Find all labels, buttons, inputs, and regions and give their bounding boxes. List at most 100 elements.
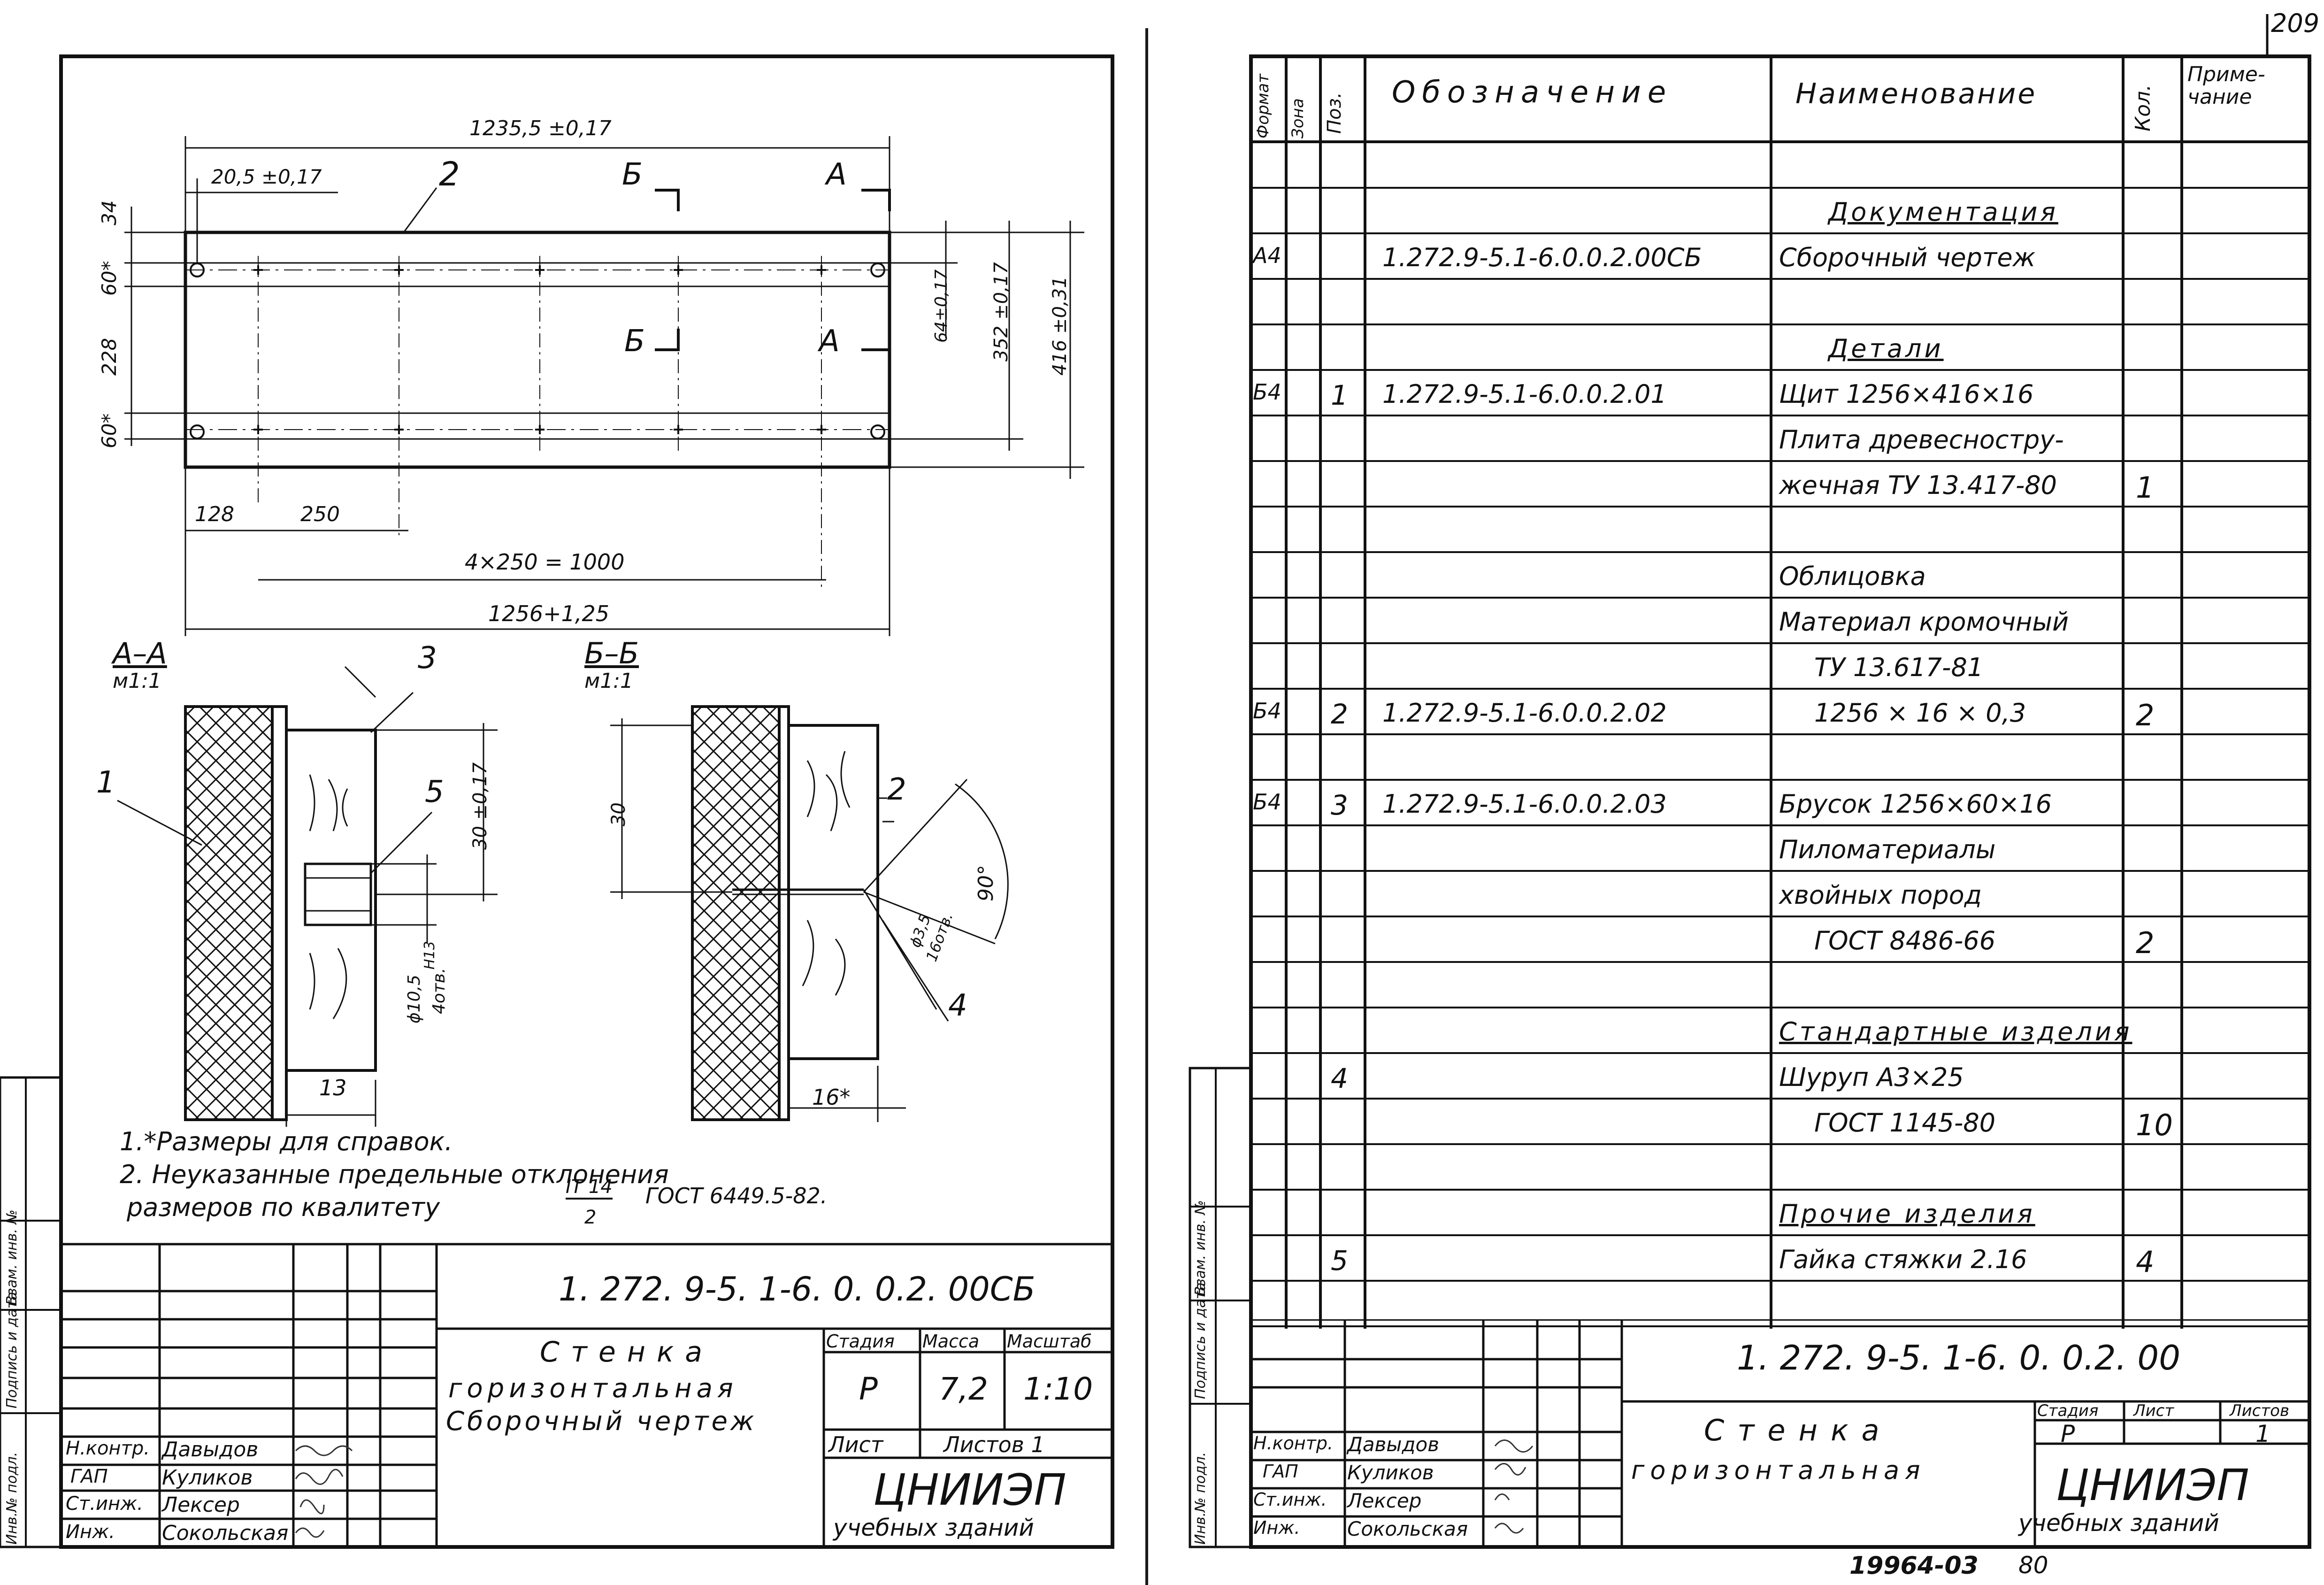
- spec-tb-designation: 1. 272. 9-5. 1-6. 0. 0.2. 00: [1737, 1338, 2180, 1377]
- spec-row: ТУ 13.617-81: [1251, 644, 2309, 690]
- section-bb-dim-16: 16*: [812, 1085, 851, 1110]
- dim-416: 416 ±0,31: [1049, 276, 1071, 376]
- spec-row: Детали: [1251, 325, 2309, 371]
- footer-num: 80: [2018, 1552, 2048, 1579]
- spec-tb-name-1: Стенка: [1704, 1413, 1893, 1447]
- section-aa: [117, 666, 498, 1127]
- left-tb-role-0: Н.контр.: [66, 1438, 150, 1459]
- left-stamp-replace: Взам. инв. №: [4, 1209, 20, 1305]
- spec-cell-pos: 2: [1331, 698, 1348, 730]
- spec-cell-name: Гайка стяжки 2.16: [1779, 1245, 2027, 1274]
- spec-row: Прочие изделия: [1251, 1191, 2309, 1236]
- spec-header-row: Формат Зона Поз. Обозначение Наименовани…: [1251, 56, 2309, 143]
- left-tb-name-1: Стенка: [540, 1336, 713, 1369]
- note-2-cont: размеров по квалитету: [127, 1193, 440, 1222]
- spec-cell-designation: 1.272.9-5.1-6.0.0.2.01: [1382, 379, 1667, 409]
- elevation-view: [124, 136, 1084, 636]
- left-tb-name-3p: Сокольская: [162, 1521, 289, 1545]
- spec-tb-name-2: горизонтальная: [1631, 1455, 1926, 1485]
- dim-4x250: 4×250 = 1000: [465, 549, 625, 575]
- left-side-stamp: [0, 1076, 62, 1548]
- spec-row: [1251, 1145, 2309, 1191]
- spec-cell-name: Стандартные изделия: [1779, 1017, 2132, 1046]
- section-aa-hole-tol: Н13: [422, 941, 438, 969]
- section-aa-hole-dia: ϕ10,5: [405, 975, 424, 1023]
- spec-row: [1251, 508, 2309, 553]
- note-2-tol-den: 2: [584, 1207, 597, 1228]
- spec-tb-org-2: учебных зданий: [2018, 1509, 2219, 1537]
- left-tb-name-2p: Лексер: [162, 1493, 240, 1517]
- section-bb: [610, 705, 1009, 1122]
- spec-tb-role-2: Ст.инж.: [1253, 1489, 1327, 1510]
- leader-pos-2: 2: [439, 155, 460, 193]
- left-frame: [59, 54, 1114, 1549]
- left-tb-designation: 1. 272. 9-5. 1-6. 0. 0.2. 00СБ: [559, 1270, 1035, 1308]
- dim-34: 34: [98, 200, 121, 225]
- section-bb-dim-30: 30: [608, 802, 629, 826]
- spec-cell-name: Брусок 1256×60×16: [1779, 789, 2052, 819]
- spec-stamp-sign: Подпись и дата: [1192, 1282, 1209, 1400]
- section-aa-pos-1: 1: [96, 765, 115, 800]
- spec-cell-name: жечная ТУ 13.417-80: [1779, 470, 2057, 500]
- spec-row: Пиломатериалы: [1251, 826, 2309, 872]
- spec-cell-qty: 2: [2136, 698, 2155, 732]
- section-aa-pos-5: 5: [425, 775, 444, 809]
- left-tb-signatures: [295, 1445, 353, 1538]
- left-tb-sheets: Листов 1: [943, 1432, 1045, 1457]
- spec-row: [1251, 963, 2309, 1008]
- left-tb-org-1: ЦНИИЭП: [873, 1465, 1066, 1515]
- spec-row: [1251, 1282, 2309, 1327]
- spec-cell-pos: 5: [1331, 1245, 1348, 1277]
- spec-cell-designation: 1.272.9-5.1-6.0.0.2.00СБ: [1382, 243, 1702, 272]
- left-tb-col-mass: Масса: [922, 1331, 980, 1352]
- dim-250: 250: [300, 502, 340, 526]
- fold-line: [1145, 28, 1148, 1585]
- left-tb-name-3: Сборочный чертеж: [446, 1406, 757, 1437]
- spec-cell-name: 1256 × 16 × 0,3: [1814, 698, 2026, 728]
- spec-cell-name: Сборочный чертеж: [1779, 243, 2036, 272]
- note-2-gost: ГОСТ 6449.5-82.: [645, 1183, 828, 1208]
- spec-tb-col-sheets: Листов: [2230, 1401, 2290, 1420]
- spec-tb-role-3: Инж.: [1253, 1517, 1300, 1538]
- spec-title-block: [1251, 1319, 2309, 1547]
- section-aa-dim-13: 13: [319, 1075, 347, 1100]
- spec-row: [1251, 735, 2309, 781]
- spec-row: Материал кромочный: [1251, 599, 2309, 644]
- left-tb-name-2: горизонтальная: [448, 1373, 738, 1404]
- spec-col-pos: Поз.: [1324, 92, 1345, 134]
- spec-tb-name-1: Куликов: [1347, 1461, 1434, 1484]
- section-bb-title: Б–Б: [584, 636, 639, 670]
- spec-row: Плита древесностру-: [1251, 416, 2309, 462]
- footer-code: 19964-03: [1849, 1552, 1979, 1580]
- spec-cell-format: Б4: [1253, 789, 1281, 815]
- spec-cell-designation: 1.272.9-5.1-6.0.0.2.03: [1382, 789, 1667, 819]
- spec-row: Документация: [1251, 189, 2309, 234]
- spec-cell-format: Б4: [1253, 379, 1281, 405]
- left-tb-role-1: ГАП: [70, 1466, 108, 1487]
- spec-col-designation: Обозначение: [1392, 75, 1673, 110]
- left-stamp-sign: Подпись и дата: [4, 1292, 20, 1409]
- spec-cell-name: ТУ 13.617-81: [1814, 653, 1984, 682]
- dim-60b: 60*: [98, 413, 121, 448]
- section-mark-a-bottom: А: [819, 324, 840, 359]
- dim-128: 128: [195, 502, 234, 526]
- left-tb-role-3: Инж.: [66, 1521, 115, 1543]
- section-aa-scale: м1:1: [113, 669, 162, 693]
- dim-64: 64±0,17: [932, 269, 951, 343]
- spec-col-format: Формат: [1254, 74, 1273, 138]
- dim-352: 352 ±0,17: [990, 262, 1012, 362]
- left-stamp-inv: Инв.№ подл.: [4, 1452, 20, 1545]
- dim-60a: 60*: [98, 261, 121, 296]
- note-2: 2. Неуказанные предельные отклонения: [120, 1160, 669, 1189]
- spec-cell-name: Облицовка: [1779, 562, 1926, 591]
- spec-cell-name: Материал кромочный: [1779, 607, 2069, 637]
- spec-row: [1251, 143, 2309, 189]
- left-tb-name-0: Давыдов: [162, 1438, 259, 1462]
- spec-tb-role-1: ГАП: [1263, 1461, 1298, 1482]
